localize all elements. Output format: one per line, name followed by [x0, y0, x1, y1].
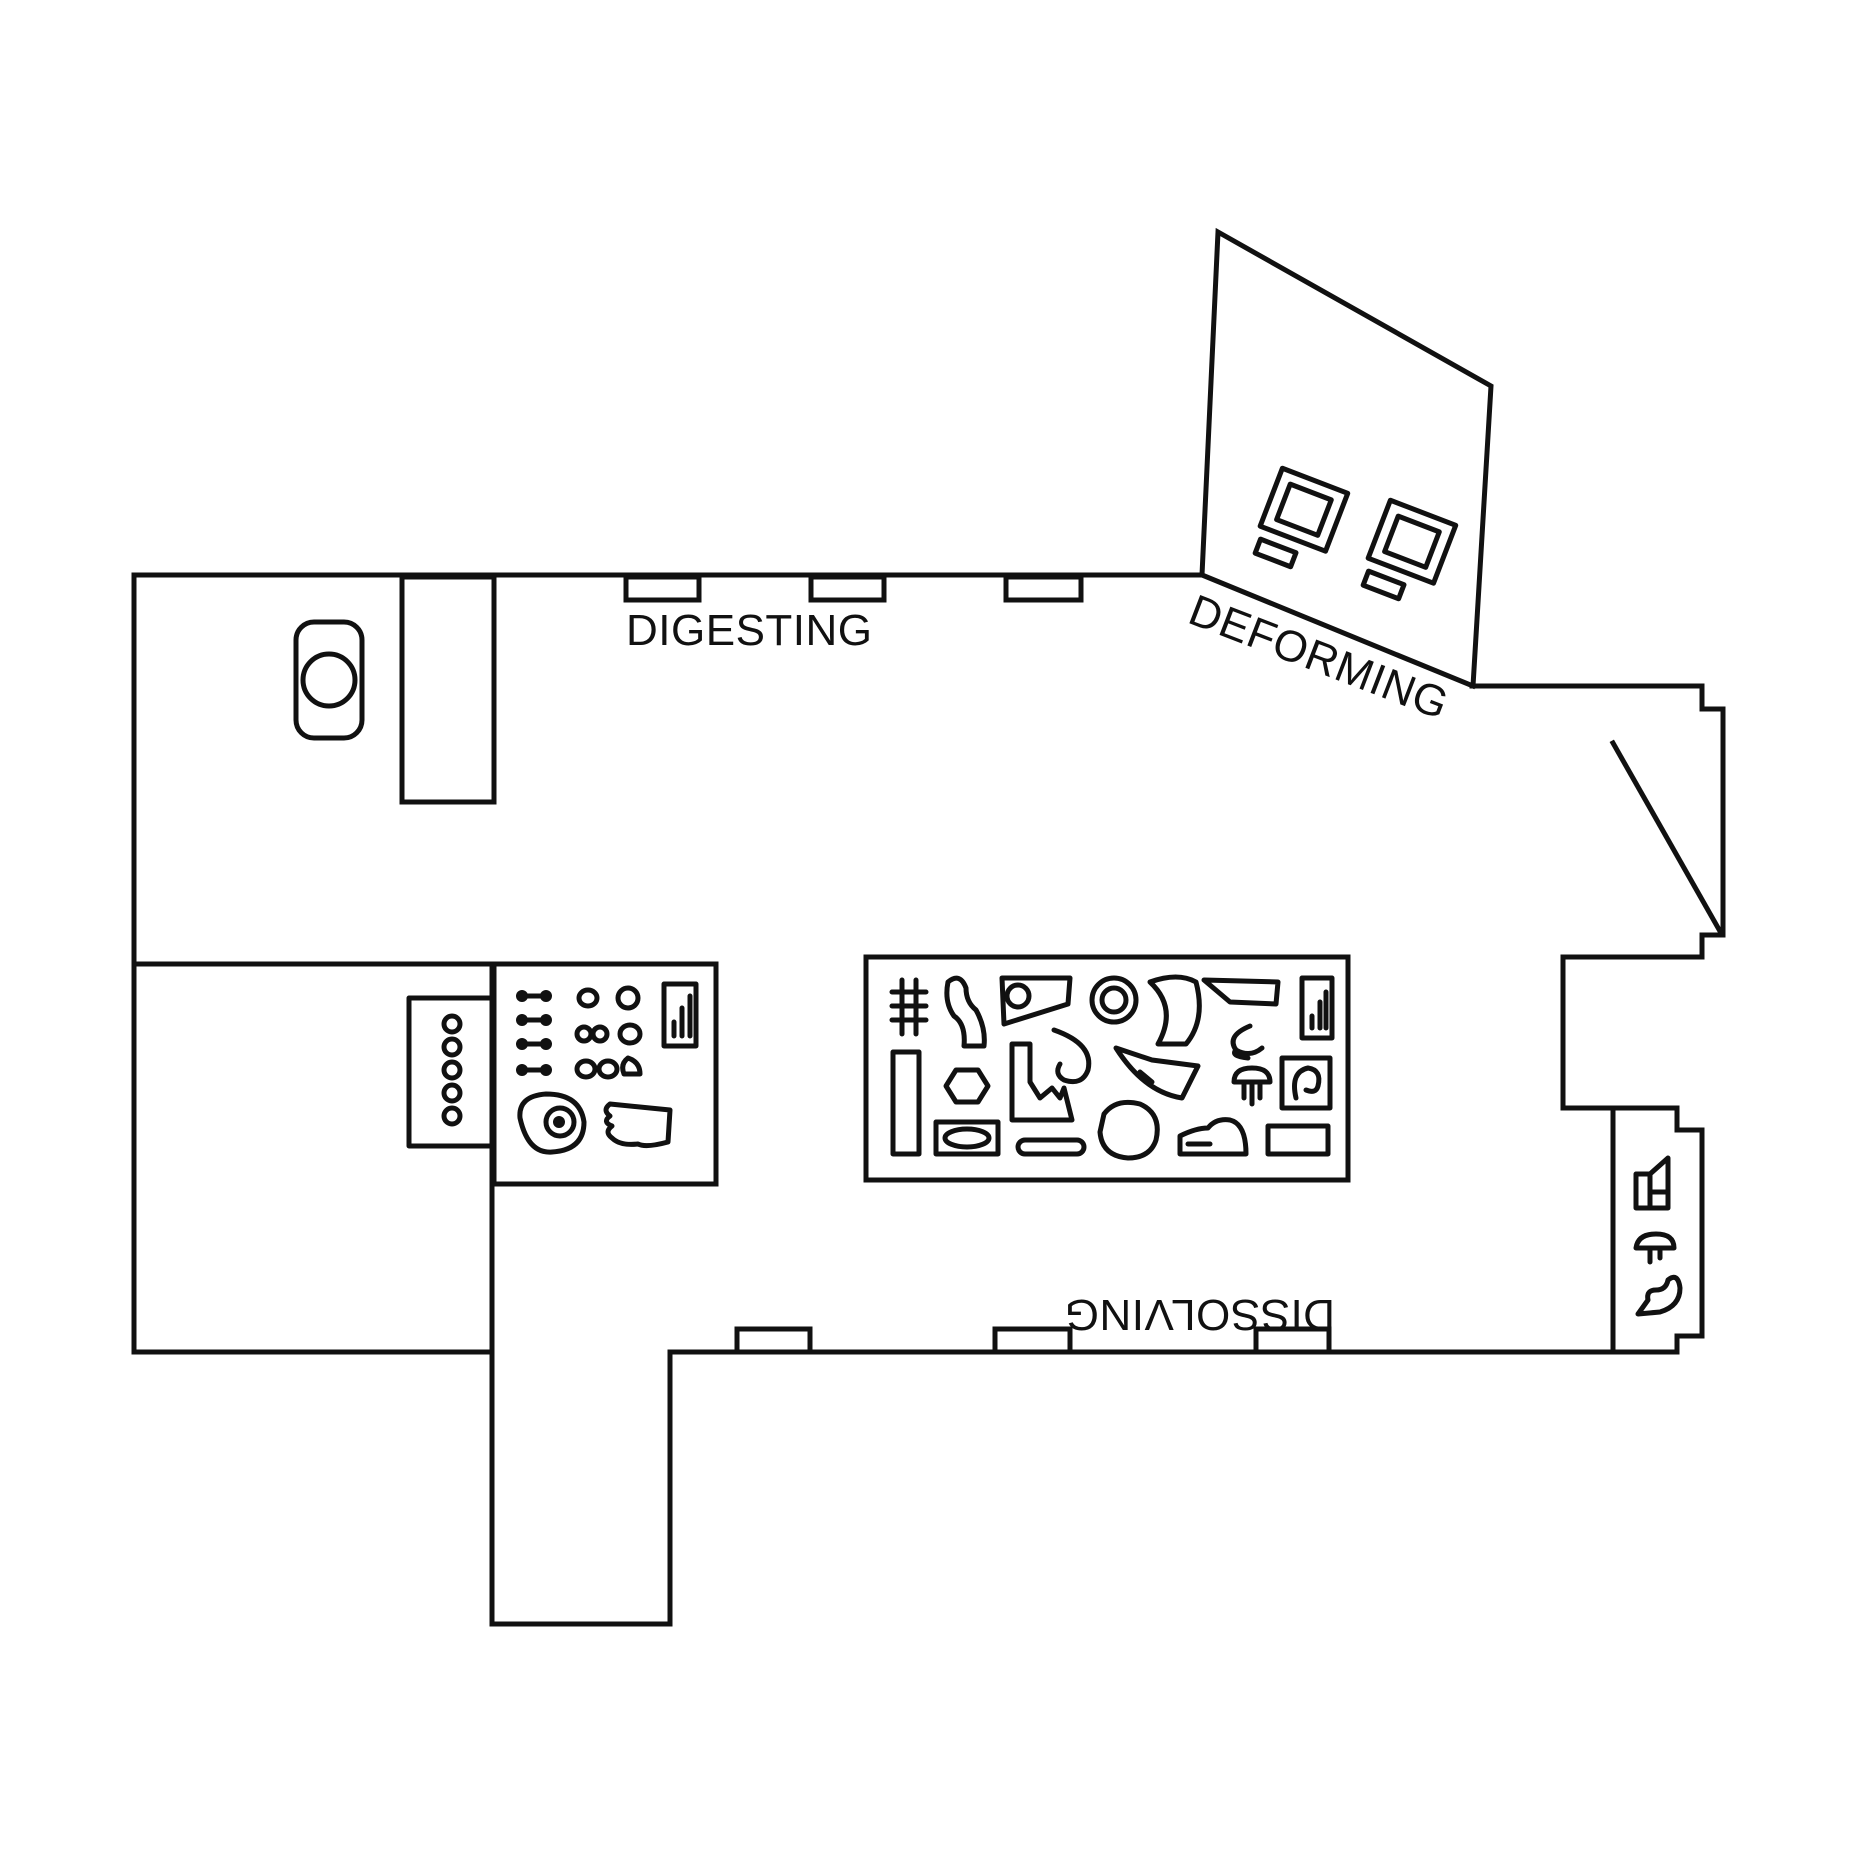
south-corridor-walls	[489, 1349, 673, 1627]
central-display-case	[863, 954, 1351, 1183]
worm-icon	[944, 975, 987, 1049]
west-display-case	[491, 961, 719, 1187]
curl-icon	[1230, 1023, 1265, 1061]
north-closet	[399, 574, 497, 805]
bone-icons	[516, 990, 552, 1076]
blob-icon	[1097, 1099, 1160, 1161]
bar-chart-icon-2	[1299, 975, 1335, 1041]
dot-rack	[406, 995, 495, 1149]
north-niche-2	[808, 574, 887, 603]
north-niche-3	[1003, 574, 1084, 603]
mushroom-icon-2	[1633, 1231, 1677, 1265]
south-niche-3	[1253, 1326, 1332, 1355]
deforming-wing-walls	[1199, 227, 1494, 689]
outer-wall-south-east	[667, 683, 1726, 1355]
slab-tall	[890, 1049, 922, 1157]
worm-icon-2	[1635, 1274, 1683, 1317]
slab-flat	[1265, 1123, 1331, 1157]
zone-label-digesting: DIGESTING	[626, 606, 873, 655]
horn-icon	[1147, 974, 1202, 1047]
hexagon-icon	[943, 1067, 991, 1105]
wall-niches	[623, 574, 1332, 1355]
east-alcove-objects	[1633, 1155, 1683, 1317]
monitor-icon-2	[1360, 497, 1459, 602]
lamp-icon	[1633, 1155, 1671, 1211]
grid-icon	[889, 977, 929, 1037]
slug-icon	[1177, 1117, 1249, 1157]
mushroom-icon	[1231, 1065, 1273, 1107]
eye-icon	[517, 1091, 587, 1155]
flag-icon	[1201, 977, 1281, 1007]
scroll-box	[1279, 1055, 1333, 1111]
deforming-wing	[1198, 227, 1725, 937]
target-icon	[1089, 975, 1139, 1025]
hand-icon	[603, 1101, 673, 1149]
deforming-partition	[1198, 571, 1477, 690]
north-niche-1	[623, 574, 702, 603]
south-corridor	[489, 1349, 673, 1627]
south-niche-2	[992, 1326, 1073, 1355]
specimen-case-icon	[491, 961, 719, 1187]
lens-panel	[999, 975, 1073, 1027]
cracked-block	[1009, 1041, 1075, 1123]
bar-chart-icon	[661, 981, 699, 1049]
capsule-icon	[1015, 1137, 1087, 1157]
pebble-icons	[574, 985, 643, 1080]
zone-label-deforming: DEFORMING	[1182, 586, 1455, 730]
zone-label-dissolving: DISSOLVING	[1064, 1290, 1335, 1339]
toilet-icon	[293, 619, 365, 741]
shard-icon	[1113, 1045, 1201, 1101]
oval-box	[933, 1119, 1001, 1157]
east-door-swing	[1609, 739, 1725, 937]
monitor-icon	[1252, 465, 1351, 570]
south-niche-1	[734, 1326, 813, 1355]
hook-icon	[1051, 1027, 1092, 1085]
